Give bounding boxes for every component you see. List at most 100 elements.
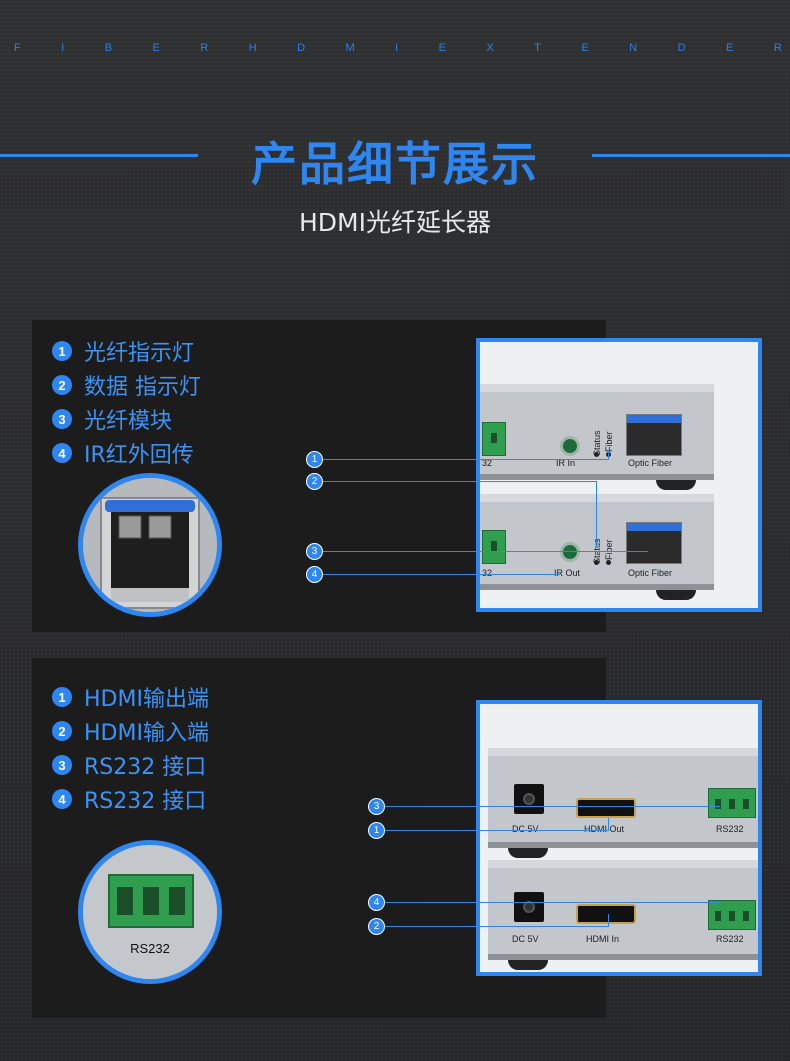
tagline-letter: E [152, 42, 160, 54]
tagline-letter: F [14, 42, 21, 54]
list-item: 1 光纤指示灯 [52, 334, 201, 368]
list-item: 4 IR红外回传 [52, 436, 201, 470]
extender-front-photo: 32 IR In Status Fiber Optic Fiber 32 IR … [476, 338, 762, 612]
device-foot [508, 960, 548, 970]
sfp-module-illustration [83, 478, 217, 612]
rs232-label: RS232 [716, 824, 744, 834]
terminal-block [482, 422, 506, 456]
number-badge: 3 [52, 409, 72, 429]
callout-1: 1 [306, 451, 323, 468]
ir-in-label: IR In [556, 458, 576, 468]
rs232-zoom: RS232 [78, 840, 222, 984]
device-foot [656, 480, 696, 490]
callout-line [596, 481, 597, 547]
list-item-label: IR红外回传 [84, 443, 194, 468]
rs232-terminal-illustration [83, 845, 217, 979]
optic-fiber-label: Optic Fiber [628, 568, 673, 578]
list-item-label: 数据 指示灯 [84, 375, 201, 400]
list-item: 2 数据 指示灯 [52, 368, 201, 402]
list-item: 4 RS232 接口 [52, 782, 209, 816]
port-label: 32 [482, 458, 493, 468]
tagline-letter: R [200, 42, 209, 54]
callout-line [314, 574, 560, 575]
dc-jack [514, 784, 544, 814]
callout-line [314, 459, 608, 460]
list-item-label: 光纤模块 [84, 409, 173, 434]
fiber-label: Fiber [604, 539, 614, 560]
number-badge: 2 [52, 375, 72, 395]
tagline-letter: M [345, 42, 355, 54]
callout-line [376, 830, 608, 831]
tagline-letter: R [773, 42, 782, 54]
page-title: 产品细节展示 [251, 137, 539, 191]
tagline-letter: I [61, 42, 65, 54]
callout-2: 2 [306, 473, 323, 490]
tagline-letter: E [726, 42, 734, 54]
number-badge: 2 [52, 721, 72, 741]
tagline-letter: B [104, 42, 113, 54]
terminal-block [708, 788, 756, 818]
number-badge: 4 [52, 443, 72, 463]
number-badge: 4 [52, 789, 72, 809]
title-row: 产品细节展示 [0, 128, 790, 191]
list-item-label: 光纤指示灯 [84, 341, 195, 366]
callout-3: 3 [368, 798, 385, 815]
sfp-port [626, 522, 682, 564]
hdmi-port [576, 904, 636, 924]
callout-line [376, 806, 720, 807]
dc-jack [514, 892, 544, 922]
fiber-led [606, 560, 611, 565]
tagline-letter: N [629, 42, 638, 54]
number-badge: 3 [52, 755, 72, 775]
device-unit-top: 32 IR In Status Fiber Optic Fiber [480, 384, 714, 480]
tagline-letter: E [438, 42, 446, 54]
terminal-block [708, 900, 756, 930]
tagline-letter: T [534, 42, 541, 54]
number-badge: 1 [52, 341, 72, 361]
callout-1: 1 [368, 822, 385, 839]
list-item-label: RS232 接口 [84, 789, 207, 814]
device-unit-bottom: DC 5V HDMI In RS232 [488, 860, 758, 960]
callout-line [314, 551, 648, 552]
callout-3: 3 [306, 543, 323, 560]
callout-line [376, 926, 608, 927]
tagline-letter: E [581, 42, 589, 54]
dc-label: DC 5V [512, 934, 539, 944]
title-line-left [0, 154, 198, 157]
list-item-label: HDMI输出端 [84, 687, 209, 712]
port-label: 32 [482, 568, 493, 578]
callout-4: 4 [306, 566, 323, 583]
list-item-label: RS232 接口 [84, 755, 207, 780]
fiber-label: Fiber [604, 431, 614, 452]
device-unit-top: DC 5V HDMI Out RS232 [488, 748, 758, 848]
fiber-feature-list: 1 光纤指示灯 2 数据 指示灯 3 光纤模块 4 IR红外回传 [52, 334, 201, 470]
tagline-letter: D [297, 42, 306, 54]
sfp-port [626, 414, 682, 456]
device-foot [656, 590, 696, 600]
rs232-label: RS232 [716, 934, 744, 944]
terminal-block [482, 530, 506, 564]
optic-fiber-label: Optic Fiber [628, 458, 673, 468]
ir-out-label: IR Out [554, 568, 581, 578]
tagline-letter: H [248, 42, 257, 54]
status-led [594, 452, 599, 457]
callout-line [608, 914, 609, 927]
extender-back-photo: DC 5V HDMI Out RS232 DC 5V HDMI In RS232 [476, 700, 762, 976]
rs232-zoom-label: RS232 [130, 941, 170, 956]
tagline-letter: X [486, 42, 494, 54]
callout-line [608, 818, 609, 831]
list-item-label: HDMI输入端 [84, 721, 209, 746]
list-item: 3 光纤模块 [52, 402, 201, 436]
hdmi-port [576, 798, 636, 818]
page-subtitle: HDMI光纤延长器 [299, 208, 491, 237]
hdmi-in-label: HDMI In [586, 934, 620, 944]
tagline-letter: I [395, 42, 399, 54]
status-led [594, 560, 599, 565]
callout-line [376, 902, 720, 903]
device-unit-bottom: 32 IR Out Status Fiber Optic Fiber [480, 494, 714, 590]
callout-line [608, 450, 609, 460]
callout-4: 4 [368, 894, 385, 911]
